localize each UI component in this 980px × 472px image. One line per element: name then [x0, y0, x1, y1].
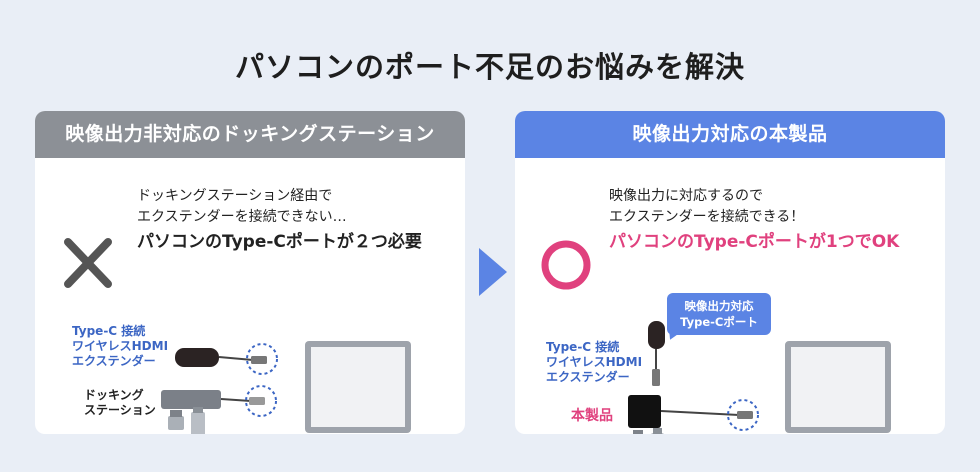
panel-header-left: 映像出力非対応のドッキングステーション — [35, 111, 465, 158]
desc-line-1: 映像出力に対応するので — [609, 188, 763, 204]
laptop-icon — [305, 341, 411, 433]
arrow-right-icon — [479, 248, 507, 296]
panel-header-right: 映像出力対応の本製品 — [515, 111, 945, 158]
dock-label: ドッキング ステーション — [84, 388, 156, 417]
desc-emphasis: パソコンのType-Cポートが1つでOK — [609, 232, 900, 252]
circle-icon — [541, 240, 591, 290]
right-illustration — [628, 321, 891, 434]
cross-icon — [64, 238, 112, 288]
desc-line-2: エクステンダーを接続できる！ — [609, 209, 805, 225]
page-title: パソコンのポート不足のお悩みを解決 — [234, 50, 745, 84]
panel-video-product: 映像出力対応の本製品 映像出力に対応するので エクステンダーを接続できる！ パソ… — [515, 111, 945, 434]
dock-device-icon — [161, 385, 277, 434]
desc-line-2: エクステンダーを接続できない… — [137, 209, 347, 225]
desc-emphasis: パソコンのType-Cポートが２つ必要 — [137, 232, 422, 252]
extender-device-icon — [648, 321, 665, 386]
laptop-icon — [785, 341, 891, 433]
description-right: 映像出力に対応するので エクステンダーを接続できる！ パソコンのType-Cポー… — [609, 186, 899, 255]
extender-label: Type-C 接続 ワイヤレスHDMI エクステンダー — [546, 340, 643, 384]
panel-non-video-dock: 映像出力非対応のドッキングステーション ドッキングステーション経由で エクステン… — [35, 111, 465, 434]
product-label: 本製品 — [571, 408, 613, 424]
desc-line-1: ドッキングステーション経由で — [137, 188, 333, 204]
product-hub-icon — [628, 395, 759, 434]
panel-body-left: ドッキングステーション経由で エクステンダーを接続できない… パソコンのType… — [35, 158, 465, 434]
video-port-callout: 映像出力対応 Type-Cポート — [667, 293, 771, 335]
extender-device-icon — [175, 343, 278, 375]
panel-body-right: 映像出力に対応するので エクステンダーを接続できる！ パソコンのType-Cポー… — [515, 158, 945, 434]
description-left: ドッキングステーション経由で エクステンダーを接続できない… パソコンのType… — [137, 186, 422, 255]
left-illustration — [161, 341, 411, 434]
extender-label: Type-C 接続 ワイヤレスHDMI エクステンダー — [72, 324, 169, 368]
